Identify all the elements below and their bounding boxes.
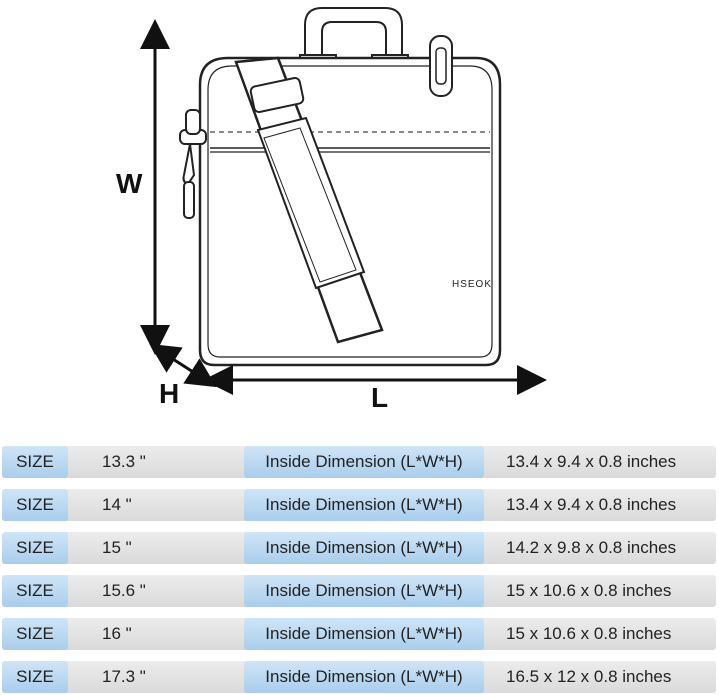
table-row: SIZE 16 " Inside Dimension (L*W*H) 15 x … — [2, 618, 716, 650]
size-label: SIZE — [2, 661, 68, 693]
size-value: 13.3 " — [102, 452, 146, 471]
length-label: L — [371, 382, 389, 413]
inside-dimension-label: Inside Dimension (L*W*H) — [244, 532, 484, 564]
inside-dimension-label: Inside Dimension (L*W*H) — [244, 446, 484, 478]
table-row: SIZE 14 " Inside Dimension (L*W*H) 13.4 … — [2, 489, 716, 521]
dimension-value: 13.4 x 9.4 x 0.8 inches — [506, 495, 677, 514]
inside-dimension-label: Inside Dimension (L*W*H) — [244, 489, 484, 521]
size-label: SIZE — [2, 532, 68, 564]
laptop-bag-illustration — [140, 7, 547, 395]
size-label: SIZE — [2, 618, 68, 650]
dimension-value: 13.4 x 9.4 x 0.8 inches — [506, 452, 677, 471]
table-row: SIZE 15.6 " Inside Dimension (L*W*H) 15 … — [2, 575, 716, 607]
size-value: 14 " — [102, 495, 132, 514]
size-value: 15.6 " — [102, 581, 146, 600]
dimension-value: 14.2 x 9.8 x 0.8 inches — [506, 538, 677, 557]
table-row: SIZE 17.3 " Inside Dimension (L*W*H) 16.… — [2, 661, 716, 693]
dimension-value: 16.5 x 12 x 0.8 inches — [506, 667, 672, 686]
inside-dimension-label: Inside Dimension (L*W*H) — [244, 661, 484, 693]
size-value: 17.3 " — [102, 667, 146, 686]
table-row: SIZE 15 " Inside Dimension (L*W*H) 14.2 … — [2, 532, 716, 564]
dimension-value: 15 x 10.6 x 0.8 inches — [506, 624, 672, 643]
width-label: W — [116, 168, 143, 199]
size-label: SIZE — [2, 575, 68, 607]
size-label: SIZE — [2, 489, 68, 521]
table-row: SIZE 13.3 " Inside Dimension (L*W*H) 13.… — [2, 446, 716, 478]
size-value: 15 " — [102, 538, 132, 557]
inside-dimension-label: Inside Dimension (L*W*H) — [244, 618, 484, 650]
size-label: SIZE — [2, 446, 68, 478]
bag-dimension-diagram: HSEOK W H L — [116, 7, 547, 413]
brand-logo-text: HSEOK — [452, 279, 493, 290]
inside-dimension-label: Inside Dimension (L*W*H) — [244, 575, 484, 607]
dimension-value: 15 x 10.6 x 0.8 inches — [506, 581, 672, 600]
height-label: H — [159, 378, 180, 409]
size-value: 16 " — [102, 624, 132, 643]
